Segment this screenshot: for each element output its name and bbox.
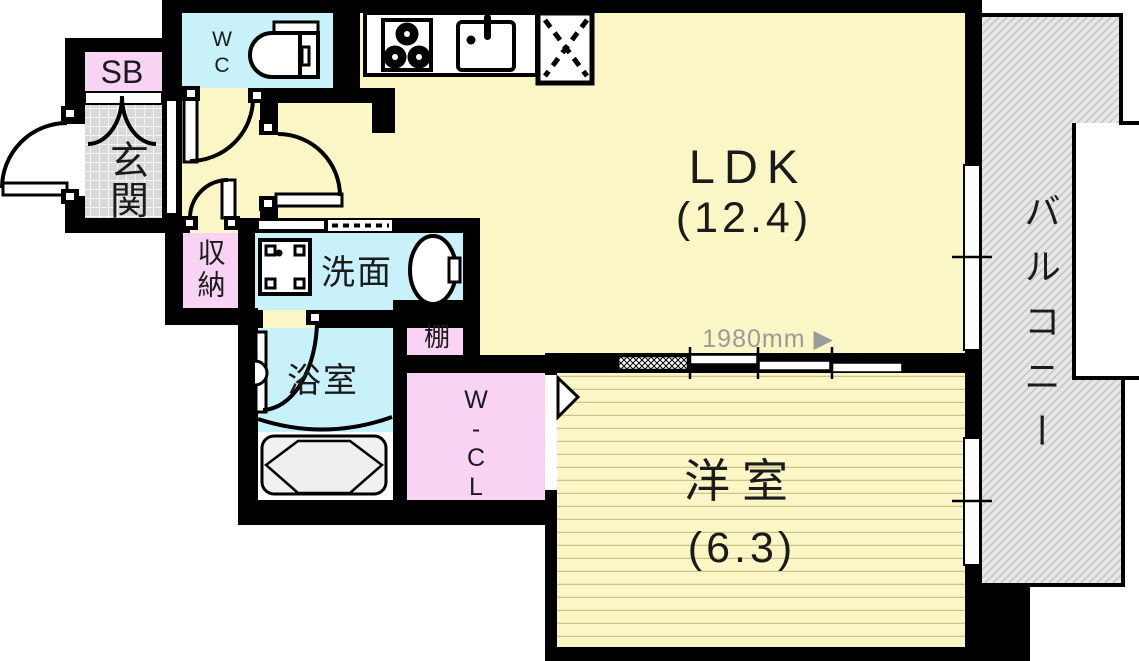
storage-floor [182, 233, 238, 308]
ldk-label: LDK [689, 140, 807, 193]
wc-door [182, 94, 255, 164]
washroom-dashed-bar [326, 218, 394, 233]
sliding-panel-3 [831, 362, 903, 373]
bathroom-label: 浴室 [287, 362, 359, 400]
bathroom-door-handle [254, 359, 269, 387]
balcony [980, 13, 1139, 587]
storage-label: 収納 [195, 238, 226, 302]
shelf-label: 棚 [424, 322, 450, 352]
balcony-outline-top [982, 13, 1139, 125]
entrance-floor [85, 103, 162, 218]
shoebox-floor [83, 50, 162, 92]
sliding-panel-ticks [688, 347, 834, 379]
washing-machine-icon [258, 238, 312, 296]
wcl-floor [407, 373, 545, 505]
refrigerator-space-icon [535, 10, 595, 86]
dimension-label: 1980mm ▶ [702, 325, 833, 353]
balcony-label: バルコニー [1019, 192, 1060, 467]
bathroom-floor [255, 328, 393, 432]
gas-stove-icon [381, 18, 433, 72]
ldk-size-label: (12.4) [676, 194, 812, 242]
bedroom-label: 洋室 [684, 455, 800, 507]
bathroom-door [254, 319, 393, 432]
entrance-hall-partition [165, 99, 178, 215]
front-door [0, 121, 69, 197]
entrance-label: 玄関 [105, 140, 148, 220]
door-hinges [61, 86, 324, 325]
kitchen-counter [363, 11, 539, 77]
wcl-label: W-CL [462, 386, 490, 502]
wcl-opening [545, 375, 557, 490]
windows [952, 164, 992, 566]
sb-doors [84, 91, 163, 146]
washroom-sliding-door [257, 219, 326, 231]
bathtub-icon [260, 434, 388, 496]
exterior-patch [165, 325, 238, 357]
wcl-entry-marker [556, 374, 581, 421]
sliding-panel-1 [689, 354, 758, 365]
ldk-door [274, 132, 344, 208]
wc-label: WC [211, 28, 234, 80]
toilet-icon [248, 20, 320, 79]
wash-basin-icon [408, 234, 462, 306]
sliding-door-track [616, 347, 903, 379]
washroom-label: 洗面 [321, 254, 393, 292]
sliding-panel-2 [758, 360, 831, 371]
kitchen-sink-icon [456, 14, 516, 72]
sliding-panel-hatched [616, 354, 690, 372]
bedroom-floor [557, 373, 965, 647]
bedroom-size-label: (6.3) [688, 524, 796, 572]
balcony-notch-outline [1072, 123, 1139, 380]
shoebox-label: SB [101, 54, 144, 90]
